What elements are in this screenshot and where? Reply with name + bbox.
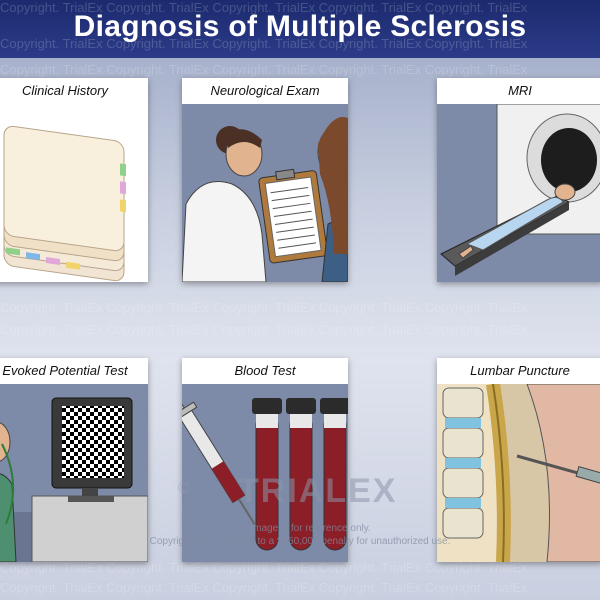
evoked-potential-illustration <box>0 384 148 562</box>
panel-caption: MRI <box>508 83 532 98</box>
watermark-row: Copyright. TrialEx Copyright. TrialEx Co… <box>0 322 528 337</box>
disclaimer-line-2: Copyright law allows up to a $150,000 pe… <box>149 536 451 547</box>
copyright-symbol: © <box>178 480 190 497</box>
panel-caption: Clinical History <box>22 83 108 98</box>
exam-illustration <box>182 104 348 282</box>
panel-neurological-exam: Neurological Exam <box>182 78 348 282</box>
panel-evoked-potential-test: Evoked Potential Test <box>0 358 148 562</box>
mri-illustration <box>437 104 600 282</box>
trialex-logo: TRIALEX <box>238 472 398 510</box>
watermark-row: Copyright. TrialEx Copyright. TrialEx Co… <box>0 300 528 315</box>
panel-caption: Evoked Potential Test <box>2 363 128 378</box>
panel-blood-test: Blood Test <box>182 358 348 562</box>
lumbar-puncture-illustration <box>437 384 600 562</box>
watermark-row: Copyright. TrialEx Copyright. TrialEx Co… <box>0 62 528 77</box>
panel-lumbar-puncture: Lumbar Puncture <box>437 358 600 562</box>
title-band <box>0 0 600 58</box>
watermark-row: Copyright. TrialEx Copyright. TrialEx Co… <box>0 560 528 575</box>
page-title: Diagnosis of Multiple Sclerosis <box>73 10 527 43</box>
panel-caption: Blood Test <box>234 363 296 378</box>
panel-caption: Lumbar Puncture <box>470 363 570 378</box>
watermark-row: Copyright. TrialEx Copyright. TrialEx Co… <box>0 0 528 15</box>
panel-clinical-history: Clinical History <box>0 78 148 282</box>
folders-illustration <box>0 104 148 282</box>
watermark-row: Copyright. TrialEx Copyright. TrialEx Co… <box>0 36 528 51</box>
blood-test-illustration <box>182 384 348 562</box>
disclaimer-line-1: This image is for reference only. <box>229 523 371 534</box>
watermark-row: Copyright. TrialEx Copyright. TrialEx Co… <box>0 580 528 595</box>
panel-caption: Neurological Exam <box>210 83 320 98</box>
panel-mri: MRI <box>437 78 600 282</box>
